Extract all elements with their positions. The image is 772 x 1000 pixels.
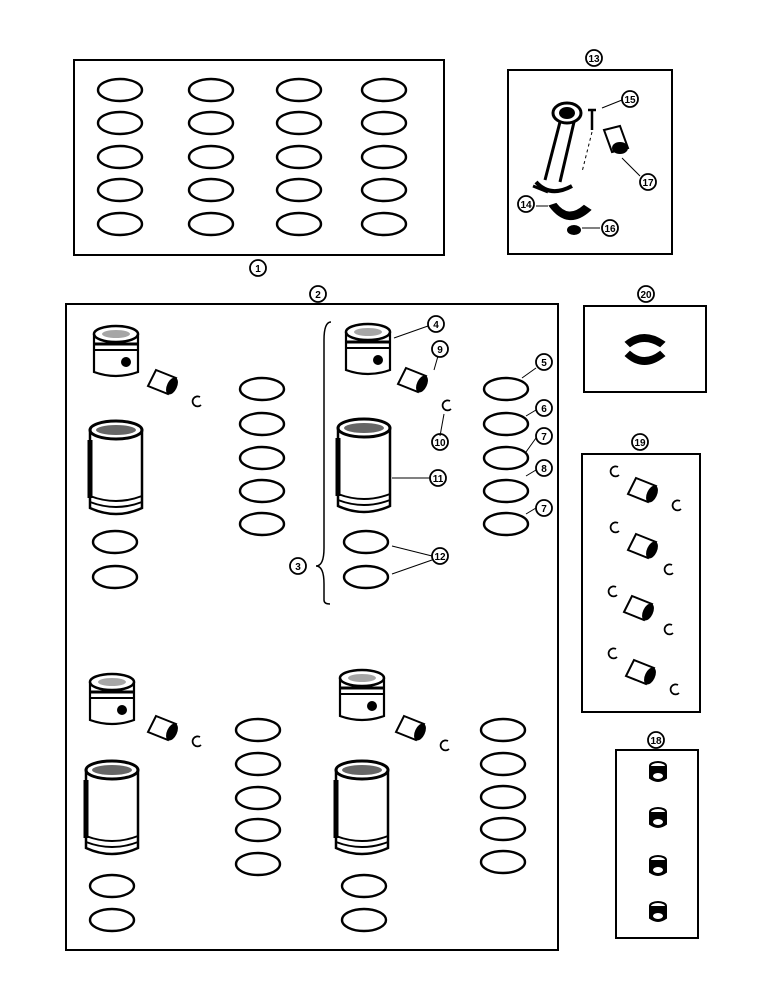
kit-bottom-left <box>86 672 282 933</box>
bushing-panel <box>615 749 699 939</box>
kit-top-right <box>315 321 537 605</box>
callout-16: 16 <box>601 219 619 237</box>
bushing-icon <box>649 761 667 782</box>
svg-text:14: 14 <box>520 200 532 211</box>
snap-ring-icon <box>441 399 452 412</box>
snap-ring-icon <box>671 499 682 512</box>
callout-6: 6 <box>535 399 553 417</box>
piston-pin-icon <box>395 715 429 742</box>
pin-set-4 <box>607 647 680 696</box>
piston-pin-icon <box>147 715 181 742</box>
callout-7b: 7 <box>535 499 553 517</box>
callout-8: 8 <box>535 459 553 477</box>
svg-text:7: 7 <box>541 504 547 515</box>
svg-text:19: 19 <box>634 438 646 449</box>
callout-20: 20 <box>637 285 655 303</box>
svg-text:9: 9 <box>437 345 443 356</box>
callout-18: 18 <box>647 731 665 749</box>
svg-text:13: 13 <box>588 54 600 65</box>
nut-icon <box>567 225 581 235</box>
piston-pin-icon <box>623 595 657 622</box>
svg-text:18: 18 <box>650 736 662 747</box>
ring-column-1 <box>96 77 144 237</box>
svg-text:4: 4 <box>433 320 439 331</box>
svg-text:16: 16 <box>604 224 616 235</box>
snap-ring-icon <box>663 563 674 576</box>
svg-text:1: 1 <box>255 264 261 275</box>
svg-text:2: 2 <box>315 290 321 301</box>
ring-column-2 <box>187 77 235 237</box>
piston-pin-icon <box>627 477 661 504</box>
snap-ring-icon <box>607 585 618 598</box>
bushing-icon <box>649 855 667 876</box>
callout-9: 9 <box>431 340 449 358</box>
rod-bolt-icon <box>581 108 596 173</box>
piston-pin-icon <box>627 533 661 560</box>
ring-column-4 <box>360 77 408 237</box>
piston-pin-icon <box>625 659 659 686</box>
svg-text:3: 3 <box>295 562 301 573</box>
snap-ring-icon <box>191 735 202 748</box>
callout-2: 2 <box>309 285 327 303</box>
cylinder-sleeve-icon <box>336 761 388 854</box>
ring-set-panel <box>73 59 445 256</box>
piston-pin-icon <box>147 369 181 396</box>
svg-text:17: 17 <box>642 178 654 189</box>
kit-bottom-right <box>336 668 527 933</box>
snap-ring-icon <box>609 521 620 534</box>
ring-column-3 <box>275 77 323 237</box>
cylinder-sleeve-icon <box>338 419 390 512</box>
svg-text:6: 6 <box>541 404 547 415</box>
piston-icon <box>338 668 386 722</box>
kit-top-left <box>90 324 286 590</box>
callout-14: 14 <box>517 195 535 213</box>
callout-7a: 7 <box>535 427 553 445</box>
piston-pin-icon <box>397 367 431 394</box>
svg-text:8: 8 <box>541 464 547 475</box>
connecting-rod-panel <box>507 69 673 255</box>
pin-set-1 <box>609 465 682 512</box>
pin-set-3 <box>607 585 674 636</box>
piston-icon <box>88 672 136 726</box>
callout-15: 15 <box>621 90 639 108</box>
svg-text:12: 12 <box>434 552 446 563</box>
bushing-icon <box>649 807 667 828</box>
svg-text:7: 7 <box>541 432 547 443</box>
rod-bushing-icon <box>602 124 630 154</box>
callout-1: 1 <box>249 259 267 277</box>
callout-17: 17 <box>639 173 657 191</box>
callout-11: 11 <box>429 469 447 487</box>
connecting-rod-icon <box>532 101 583 194</box>
snap-ring-icon <box>191 395 202 408</box>
snap-ring-icon <box>663 623 674 636</box>
callout-5: 5 <box>535 353 553 371</box>
bearing-shell-icon <box>548 202 592 220</box>
callout-10: 10 <box>431 433 449 451</box>
snap-ring-icon <box>669 683 680 696</box>
cylinder-sleeve-icon <box>90 421 142 514</box>
piston-icon <box>344 322 392 376</box>
snap-ring-icon <box>439 739 450 752</box>
piston-sleeve-panel: 4 9 10 11 12 3 5 6 7 8 7 <box>65 303 559 951</box>
callout-13: 13 <box>585 49 603 67</box>
svg-text:10: 10 <box>434 438 446 449</box>
pin-retainer-panel <box>581 453 701 713</box>
pin-set-2 <box>609 521 674 576</box>
bearing-shell-icon <box>624 334 666 365</box>
svg-text:20: 20 <box>640 290 652 301</box>
svg-text:15: 15 <box>624 95 636 106</box>
bearing-panel <box>583 305 707 393</box>
callout-4: 4 <box>427 315 445 333</box>
svg-text:11: 11 <box>433 474 444 485</box>
snap-ring-icon <box>607 647 618 660</box>
svg-text:5: 5 <box>541 358 547 369</box>
callout-12: 12 <box>431 547 449 565</box>
bushing-icon <box>649 901 667 922</box>
snap-ring-icon <box>609 465 620 478</box>
callout-3: 3 <box>289 557 307 575</box>
piston-icon <box>92 324 140 378</box>
callout-19: 19 <box>631 433 649 451</box>
cylinder-sleeve-icon <box>86 761 138 854</box>
